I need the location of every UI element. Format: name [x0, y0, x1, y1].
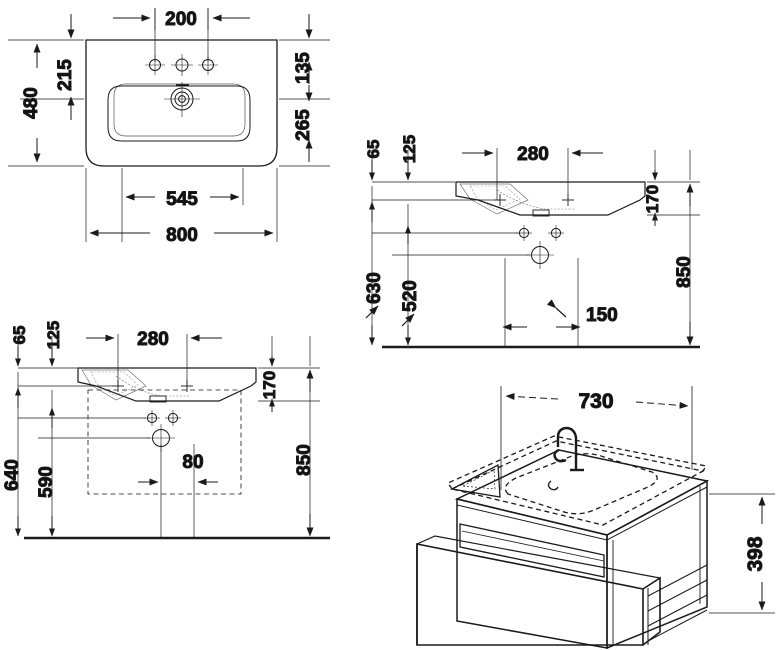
drawer-lower-open-iso: [416, 535, 661, 646]
basin-profile-right: [455, 181, 646, 216]
dim-398-iso: [709, 493, 775, 614]
view-front-left: 65 125 280 170 850 640: [2, 320, 330, 540]
dim-label-200: 200: [165, 9, 197, 30]
dim-label-280-right: 280: [517, 144, 549, 165]
supply-connections-right: [516, 225, 564, 241]
dim-label-215: 215: [55, 59, 76, 91]
view-isometric-vanity: 730 398: [416, 386, 775, 650]
dim-label-398-iso: 398: [744, 536, 767, 571]
dim-label-730-iso: 730: [578, 390, 613, 413]
cabinet-edges-iso: [612, 486, 701, 646]
dim-label-850-left: 850: [294, 444, 315, 476]
extension-lines-view1: [8, 8, 330, 242]
supply-connections-left: [144, 410, 181, 426]
basin-bowl-dash-left: [115, 375, 190, 397]
drawer-runners-iso: [647, 564, 708, 645]
faucet-shadow-iso: [547, 480, 559, 491]
basin-dashed-iso: [447, 435, 708, 526]
basin-shelf-detail-iso: [461, 469, 496, 490]
basin-bowl: [107, 85, 251, 142]
dim-label-125-right: 125: [400, 135, 419, 163]
dim-520-right: [401, 225, 415, 346]
vanity-outline-dashed: [87, 389, 242, 495]
dim-150-right: [502, 299, 581, 331]
dim-730-iso: [500, 386, 693, 490]
dim-label-65-right: 65: [364, 140, 383, 159]
dim-label-135: 135: [293, 52, 314, 84]
dim-200: [113, 8, 250, 30]
dim-label-520-right: 520: [400, 280, 421, 312]
basin-shelf-left: [81, 369, 147, 401]
basin-shelf-iso: [449, 463, 501, 498]
drain-outlet: [164, 82, 200, 117]
basin-outline: [85, 39, 278, 167]
dim-630-right: [365, 201, 379, 346]
basin-shelf-dash-left: [90, 371, 139, 397]
dim-label-265: 265: [293, 109, 314, 141]
waste-lug-right: [532, 209, 550, 217]
drawer-upper-iso: [459, 523, 605, 578]
basin-shelf-dash-right: [469, 185, 521, 211]
dim-label-80-left: 80: [182, 452, 203, 473]
dim-label-125-left: 125: [44, 321, 63, 349]
dim-label-850-right: 850: [674, 256, 695, 288]
vanity-cabinet-iso: [454, 449, 710, 650]
dim-label-280-left: 280: [137, 329, 169, 350]
rim-marks-right: [494, 194, 574, 206]
dim-label-800: 800: [166, 225, 198, 246]
dim-label-150-right: 150: [586, 305, 618, 326]
dim-label-590-left: 590: [36, 466, 57, 498]
dim-label-480: 480: [21, 87, 42, 119]
basin-bowl-inner: [113, 83, 246, 137]
dim-label-65-left: 65: [10, 326, 29, 345]
dim-label-170-right: 170: [643, 185, 662, 213]
waste-lug-left: [149, 395, 167, 403]
tap-holes: [145, 54, 218, 76]
faucet-icon: [553, 426, 584, 472]
dim-label-170-left: 170: [260, 371, 279, 399]
waste-connection-right: [526, 241, 554, 269]
basin-shelf-right: [459, 183, 529, 215]
view-top-plan: 200 480 215 135 265 545: [8, 8, 330, 247]
dim-label-630-right: 630: [364, 272, 385, 304]
basin-profile-left: [77, 367, 257, 402]
dim-label-545: 545: [166, 189, 198, 210]
dim-label-640-left: 640: [2, 459, 23, 491]
basin-bowl-dash-right: [496, 189, 575, 210]
view-front-right: 65 125 280 170 850 630: [364, 134, 700, 349]
